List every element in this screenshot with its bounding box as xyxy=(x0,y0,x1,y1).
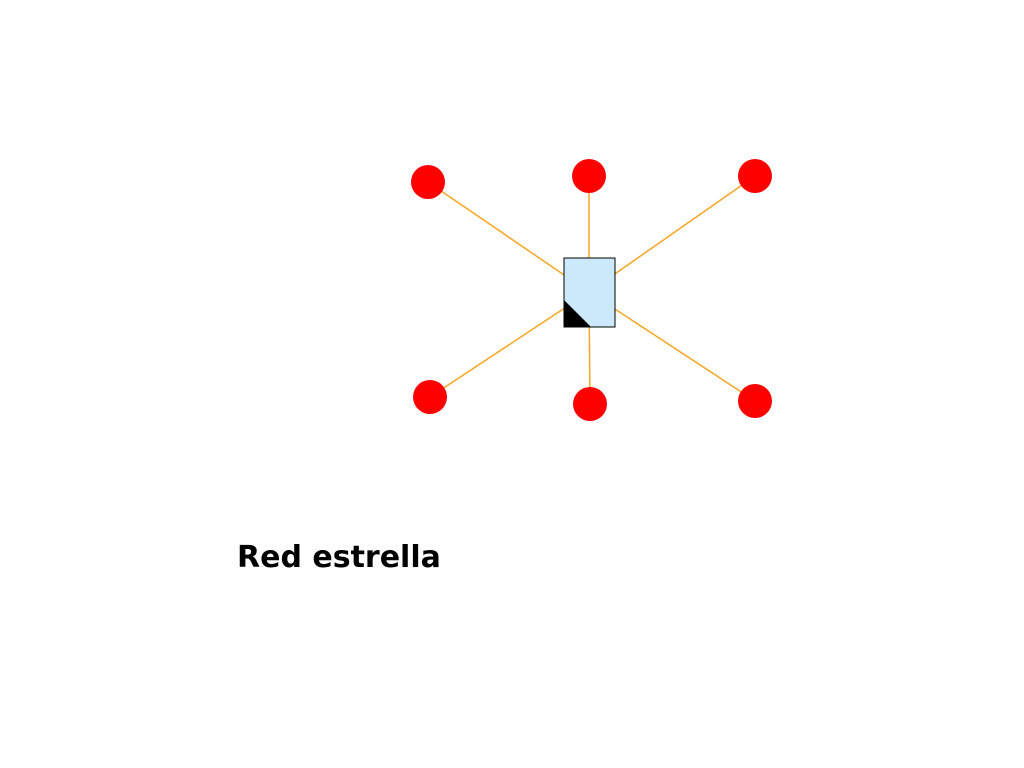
hub-corner-fold xyxy=(564,300,591,327)
diagram-caption: Red estrella xyxy=(237,540,441,575)
link-top-right xyxy=(588,175,756,293)
nodes xyxy=(411,159,772,421)
link-top-left xyxy=(427,181,590,293)
node-top-center xyxy=(572,159,606,193)
hub-document-icon xyxy=(563,257,616,328)
node-bottom-center xyxy=(573,387,607,421)
node-top-left xyxy=(411,165,445,199)
node-bottom-left xyxy=(413,380,447,414)
node-bottom-right xyxy=(738,384,772,418)
node-top-right xyxy=(738,159,772,193)
link-bottom-left xyxy=(429,291,590,398)
link-bottom-right xyxy=(588,291,756,402)
